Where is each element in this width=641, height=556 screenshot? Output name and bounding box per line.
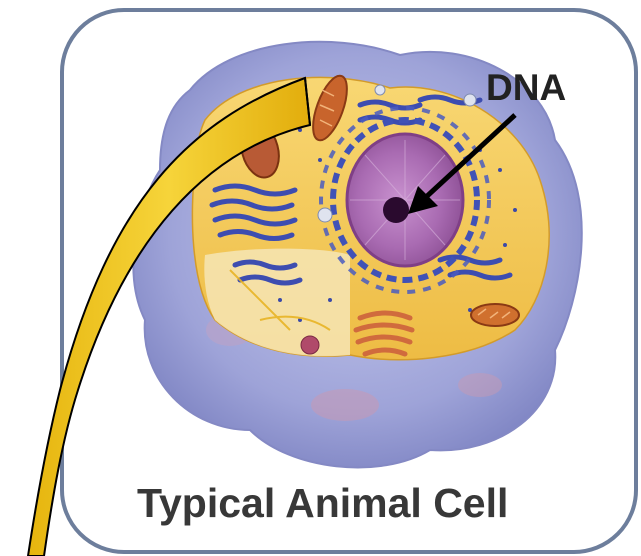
vesicle-shape <box>458 373 502 397</box>
nucleolus <box>383 197 409 223</box>
dna-label: DNA <box>486 67 566 109</box>
vesicle-shape <box>311 389 379 421</box>
diagram-title: Typical Animal Cell <box>137 480 508 527</box>
